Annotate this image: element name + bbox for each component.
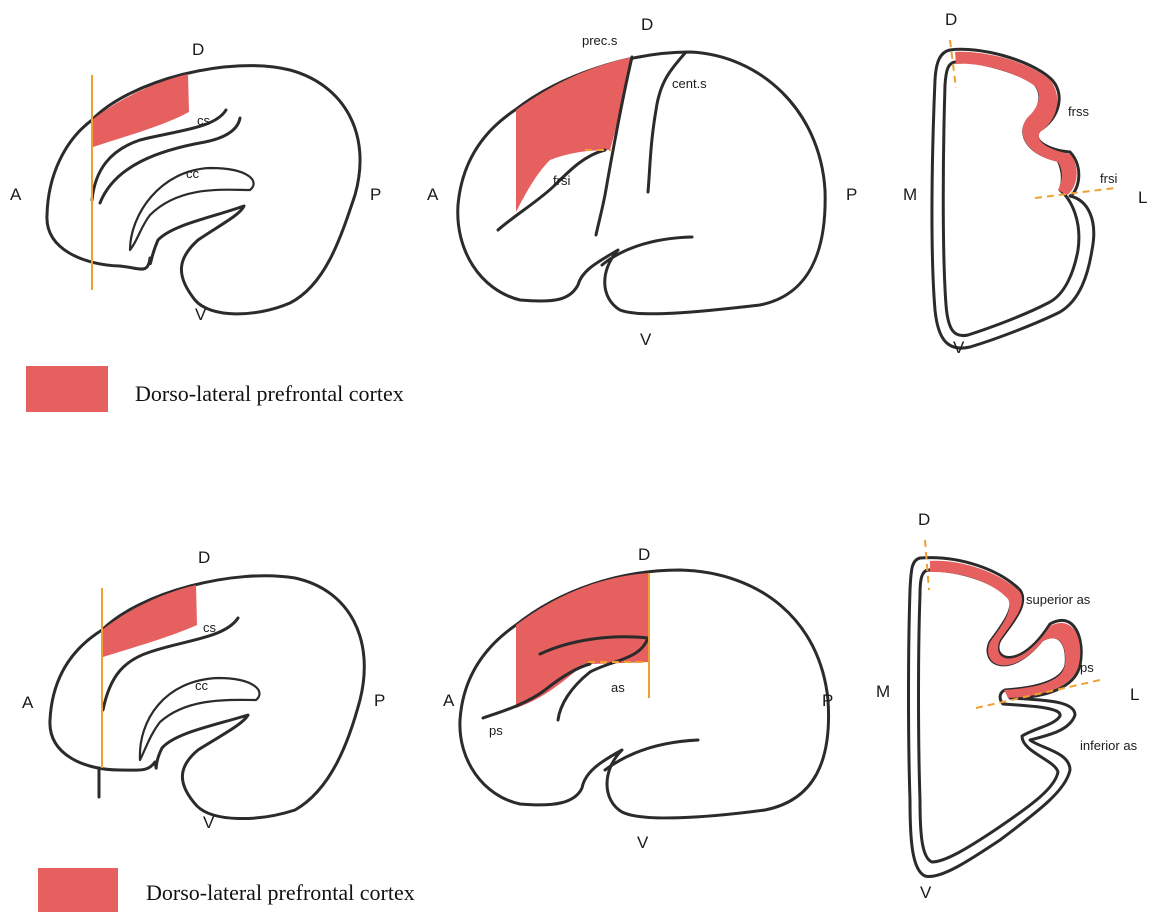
bottom-coronal-label-d: D bbox=[918, 510, 930, 529]
bottom-coronal-label-m: M bbox=[876, 682, 890, 701]
bottom-medial-outline bbox=[50, 576, 364, 819]
bottom-coronal-label-ps: ps bbox=[1080, 660, 1094, 675]
bottom-legend-label: Dorso-lateral prefrontal cortex bbox=[146, 880, 415, 906]
bottom-medial-view: D A P V cs cc bbox=[22, 548, 385, 832]
top-coronal-label-d: D bbox=[945, 10, 957, 29]
top-legend-label: Dorso-lateral prefrontal cortex bbox=[135, 381, 404, 407]
top-medial-label-p: P bbox=[370, 185, 381, 204]
bottom-lateral-label-v: V bbox=[637, 833, 649, 852]
top-lateral-label-v: V bbox=[640, 330, 652, 349]
top-lateral-label-d: D bbox=[641, 15, 653, 34]
top-medial-label-a: A bbox=[10, 185, 22, 204]
top-lateral-label-p: P bbox=[846, 185, 857, 204]
top-medial-label-cs: cs bbox=[197, 113, 211, 128]
top-medial-view: D A P V cs cc bbox=[10, 40, 381, 324]
bottom-lateral-label-ps: ps bbox=[489, 723, 503, 738]
bottom-coronal-label-v: V bbox=[920, 883, 932, 902]
bottom-lateral-label-p: P bbox=[822, 691, 833, 710]
bottom-medial-label-a: A bbox=[22, 693, 34, 712]
top-lateral-label-prec: prec.s bbox=[582, 33, 618, 48]
bottom-medial-label-d: D bbox=[198, 548, 210, 567]
top-medial-label-cc: cc bbox=[186, 166, 200, 181]
bottom-lateral-label-as: as bbox=[611, 680, 625, 695]
bottom-coronal-view: D M L V superior as ps inferior as bbox=[876, 510, 1139, 902]
top-medial-label-d: D bbox=[192, 40, 204, 59]
bottom-coronal-label-l: L bbox=[1130, 685, 1139, 704]
top-coronal-view: D M L V frss frsi bbox=[903, 10, 1147, 357]
top-lateral-outline bbox=[458, 52, 825, 314]
bottom-medial-label-v: V bbox=[203, 813, 215, 832]
bottom-medial-label-cc: cc bbox=[195, 678, 209, 693]
bottom-medial-label-cs: cs bbox=[203, 620, 217, 635]
bottom-legend-swatch bbox=[38, 868, 118, 912]
top-medial-label-v: V bbox=[195, 305, 207, 324]
bottom-lateral-label-d: D bbox=[638, 545, 650, 564]
bottom-coronal-label-superior: superior as bbox=[1026, 592, 1091, 607]
top-legend-swatch bbox=[26, 366, 108, 412]
top-lateral-view: D A P V prec.s cent.s frsi bbox=[427, 15, 857, 349]
top-coronal-label-l: L bbox=[1138, 188, 1147, 207]
top-lateral-label-cent: cent.s bbox=[672, 76, 707, 91]
top-lateral-label-a: A bbox=[427, 185, 439, 204]
top-coronal-label-m: M bbox=[903, 185, 917, 204]
bottom-coronal-inner bbox=[919, 570, 1067, 862]
bottom-coronal-label-inferior: inferior as bbox=[1080, 738, 1138, 753]
bottom-lateral-view: D A P V as ps bbox=[443, 545, 833, 852]
top-coronal-label-frsi: frsi bbox=[1100, 171, 1117, 186]
top-coronal-label-v: V bbox=[953, 338, 965, 357]
bottom-medial-label-p: P bbox=[374, 691, 385, 710]
top-coronal-label-frss: frss bbox=[1068, 104, 1089, 119]
top-lateral-label-frsi: frsi bbox=[553, 173, 570, 188]
bottom-lateral-label-a: A bbox=[443, 691, 455, 710]
